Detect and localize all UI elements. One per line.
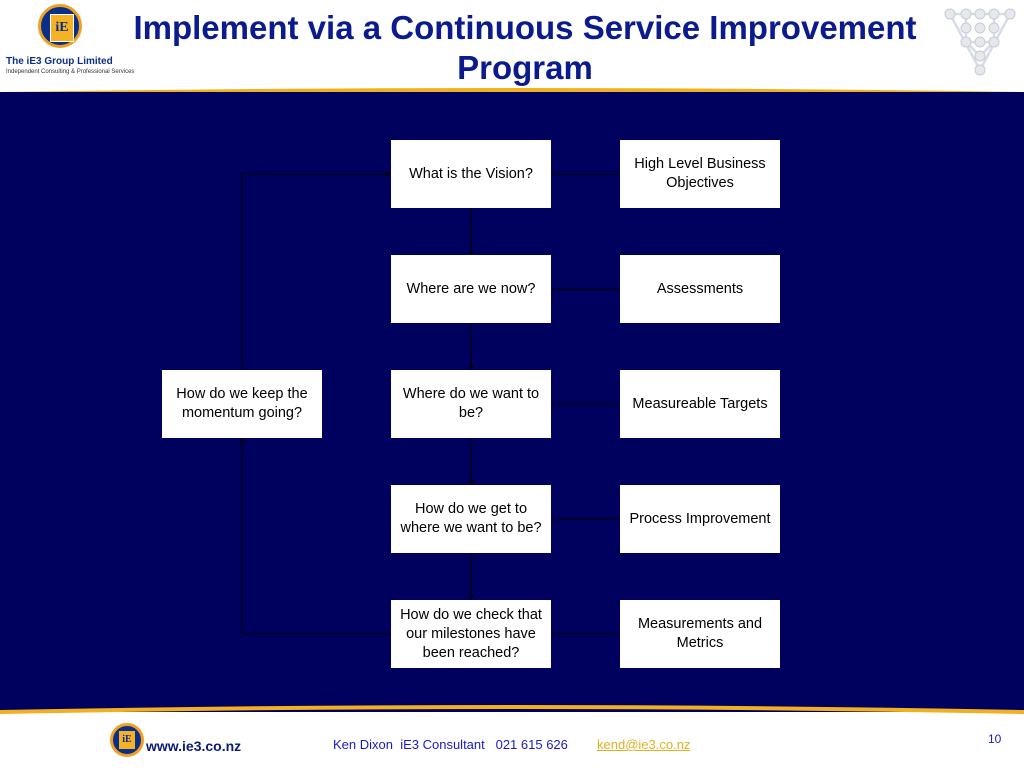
page-number: 10 xyxy=(988,732,1002,746)
outcome-box-1: High Level Business Objectives xyxy=(620,140,780,208)
footer-logo-mark: iE xyxy=(119,731,135,749)
feedback-arrow-to-vision xyxy=(241,171,391,369)
logo-company-name: The iE3 Group Limited xyxy=(6,56,113,67)
question-box-1: What is the Vision? xyxy=(391,140,551,208)
footer-author: Ken Dixon iE3 Consultant 021 615 626 xyxy=(333,737,568,752)
outcome-box-3: Measureable Targets xyxy=(620,370,780,438)
outcome-box-5: Measurements and Metrics xyxy=(620,600,780,668)
question-box-4: How do we get to where we want to be? xyxy=(391,485,551,553)
ie3-logo-icon: iE xyxy=(38,4,82,48)
network-graphic-icon xyxy=(944,8,1016,76)
footer-url[interactable]: www.ie3.co.nz xyxy=(146,738,242,754)
feedback-arrow-up xyxy=(239,438,391,635)
slide-header: iE The iE3 Group Limited Independent Con… xyxy=(0,0,1024,92)
outcome-box-4: Process Improvement xyxy=(620,485,780,553)
slide-footer xyxy=(0,714,1024,768)
slide-title: Implement via a Continuous Service Impro… xyxy=(133,9,917,86)
logo-tagline: Independent Consulting & Professional Se… xyxy=(6,69,135,75)
footer-swoosh xyxy=(0,702,1024,714)
question-box-3: Where do we want to be? xyxy=(391,370,551,438)
outcome-box-2: Assessments xyxy=(620,255,780,323)
question-box-2: Where are we now? xyxy=(391,255,551,323)
footer-logo-icon: iE xyxy=(110,723,144,757)
logo-mark: iE xyxy=(50,14,74,42)
footer-email-link[interactable]: kend@ie3.co.nz xyxy=(597,737,691,752)
feedback-box: How do we keep the momentum going? xyxy=(162,370,322,438)
company-logo: iE The iE3 Group Limited Independent Con… xyxy=(6,4,135,80)
question-box-5: How do we check that our milestones have… xyxy=(391,600,551,668)
